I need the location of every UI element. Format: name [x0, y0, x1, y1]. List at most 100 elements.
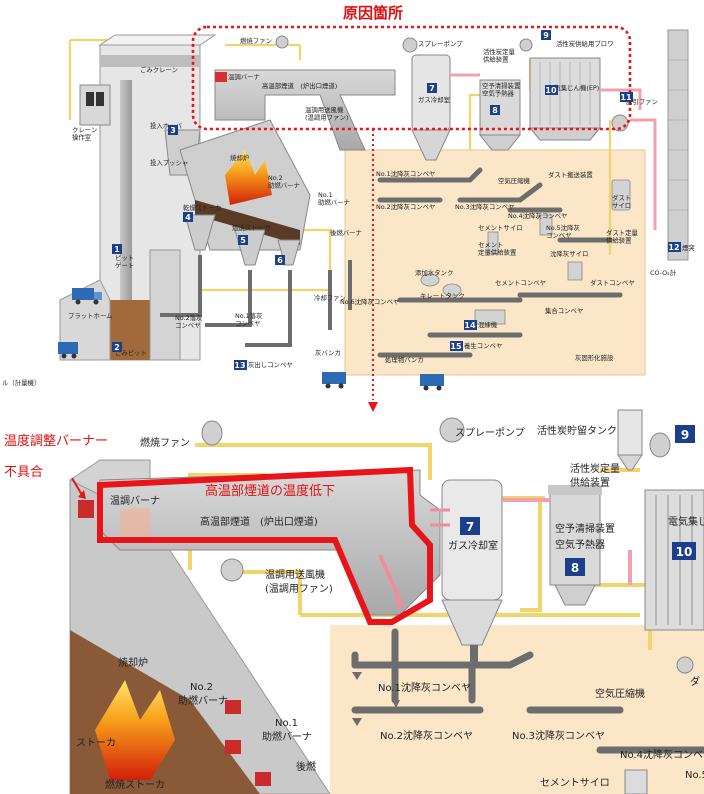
label-compressor: 空気圧縮機 [498, 176, 531, 185]
label-garbage-crane: ごみクレーン [140, 65, 178, 74]
label-ash-conv1: No.1沈降灰コンベヤ [376, 169, 435, 178]
svg-text:6: 6 [277, 256, 283, 265]
label-fuel-fan: 燃焼ファン [240, 36, 272, 45]
top-badges: 1 2 3 4 5 6 7 8 9 10 11 12 13 14 15 [112, 30, 681, 370]
label-ash-out: 灰出しコンベヤ [248, 360, 293, 369]
zoom-label-carbon-tank: 活性炭貯留タンク [537, 424, 617, 437]
zoom-badge-7: 7 [460, 517, 480, 535]
svg-text:11: 11 [620, 93, 632, 102]
label-settled-silo: 沈降灰サイロ [550, 249, 588, 258]
label-stack: 煙突 [682, 243, 695, 252]
svg-text:13: 13 [234, 361, 245, 370]
badge-3: 3 [168, 125, 178, 135]
flame [225, 150, 272, 205]
zoom-label-ash-conv2: No.2沈降灰コンベヤ [380, 729, 473, 742]
zoom-label-carbon-feeder-1: 活性炭定量 [570, 462, 620, 475]
zoom-label-ash-conv4: No.4沈降灰コンベヤ [620, 748, 704, 761]
badge-15: 15 [450, 341, 463, 351]
truck-left [58, 342, 78, 359]
zoom-flame [95, 680, 175, 780]
temp-drop-label: 高温部煙道の温度低下 [205, 483, 335, 499]
label-drying-stoker: 乾燥ストーカ [183, 203, 221, 212]
zoom-label-ep: 電気集じ [668, 515, 704, 528]
cause-highlight-box [191, 25, 632, 131]
svg-text:10: 10 [676, 545, 693, 559]
svg-text:7: 7 [466, 520, 474, 534]
overview-svg: 原因箇所 ごみクレーン クレーン操作室 投入ホッパ 投入プッシャ 乾燥ストーカ … [2, 4, 695, 400]
label-pit-gate: ピットゲート [115, 254, 134, 269]
svg-text:3: 3 [170, 126, 176, 135]
zoom-label-temp-fan-2: (温調用ファン) [265, 582, 333, 595]
top-labels: ごみクレーン クレーン操作室 投入ホッパ 投入プッシャ 乾燥ストーカ 燃焼ストー… [2, 36, 695, 387]
label-conveyor2: No.2落灰コンベヤ [175, 313, 203, 329]
label-post-burner: 後燃バーナ [330, 228, 362, 237]
zoom-label-aux1-a: No.1 [275, 718, 298, 729]
label-induced-fan: 誘引ファン [626, 97, 658, 106]
badge-1: 1 [112, 244, 122, 254]
svg-text:2: 2 [114, 343, 120, 352]
zoom-label-post: 後燃 [296, 760, 316, 773]
label-ash-conv4: No.4沈降灰コンベヤ [508, 211, 567, 220]
svg-text:9: 9 [681, 428, 689, 442]
label-carbon-feeder: 活性炭定量供給装置 [483, 47, 516, 63]
badge-14: 14 [464, 320, 477, 330]
zoom-label-air-preheater: 空気予熱器 [555, 538, 605, 551]
label-garbage-pit: ごみピット [115, 348, 147, 357]
zoom-label-air-cleaner: 空予清掃装置 [555, 522, 615, 535]
label-platform: プラットホーム [68, 312, 113, 320]
label-conveyor1: No.1落灰コンベヤ [235, 311, 263, 327]
label-water-tank: 添加水タンク [415, 268, 453, 277]
zoom-label-temp-fan-1: 温調用送風機 [265, 568, 325, 581]
label-ash-conv6: No.6沈降灰コンベヤ [340, 297, 399, 306]
label-crane-room: クレーン操作室 [72, 126, 97, 141]
zoom-badge-9: 9 [675, 425, 695, 443]
cause-label: 原因箇所 [343, 4, 403, 22]
svg-text:8: 8 [492, 106, 498, 115]
zoom-label-aux2-b: 助燃バーナ [178, 694, 228, 707]
zoom-label-fuel-fan: 燃焼ファン [140, 436, 190, 449]
label-incinerator: 焼却炉 [230, 153, 249, 162]
label-weighing: ル（計量機） [2, 378, 40, 387]
zoom-label-stoker: ストーカ [76, 737, 116, 749]
zoom-badge-10: 10 [672, 542, 696, 560]
zoom-label-gas-cooler: ガス冷却室 [448, 539, 498, 552]
label-cement-feeder: セメント定量供給装置 [478, 241, 517, 256]
label-dust-feeder: ダスト定量供給装置 [606, 228, 639, 244]
label-dust-conveyor2: ダストコンベヤ [590, 278, 635, 287]
temp-burner-fault-label: 温度調整バーナー [4, 433, 108, 449]
carbon-tank [617, 409, 643, 456]
badge-2: 2 [112, 342, 122, 352]
label-ash-conv5: No.5沈降灰コンベヤ [546, 223, 580, 239]
zoom-label-aux2-a: No.2 [190, 682, 213, 693]
zoom-label-ash-conv3: No.3沈降灰コンベヤ [512, 729, 605, 742]
temp-drop-highlight [97, 466, 433, 625]
label-ep: 電気集じん機(EP) [548, 83, 599, 92]
label-mixer: 混練機 [478, 320, 498, 329]
truck-top [72, 288, 102, 305]
label-temp-burner: 温調バーナ [228, 72, 260, 81]
svg-text:5: 5 [240, 236, 246, 245]
fault-label: 不具合 [4, 465, 43, 480]
stack [667, 29, 689, 261]
zoom-label-incinerator: 焼却炉 [118, 657, 148, 669]
ash-truck-2 [420, 374, 444, 391]
zoom-label-ash-conv1: No.1沈降灰コンベヤ [378, 681, 471, 694]
svg-text:10: 10 [545, 86, 557, 95]
zoom-badge-8: 8 [565, 558, 585, 576]
zoom-label-temp-burner: 温調バーナ [110, 494, 160, 507]
label-bunker: 処理物バンカ [385, 355, 424, 364]
temp-burner-unit [78, 500, 94, 518]
zoom-label-carbon-feeder-2: 供給装置 [570, 476, 610, 489]
label-spray-pump: スプレーポンプ [418, 40, 463, 48]
ash-truck-1 [322, 372, 346, 389]
ep-top [529, 57, 601, 129]
label-ash-conv2: No.2沈降灰コンベヤ [376, 202, 435, 211]
zoom-diagram: 燃焼ファン スプレーポンプ 活性炭貯留タンク 活性炭定量 供給装置 温調バーナ … [0, 400, 704, 794]
zoom-svg: 燃焼ファン スプレーポンプ 活性炭貯留タンク 活性炭定量 供給装置 温調バーナ … [4, 402, 704, 794]
badge-11: 11 [620, 92, 633, 102]
svg-text:14: 14 [464, 321, 476, 330]
svg-text:15: 15 [450, 342, 462, 351]
zoom-label-combustion-stoker: 燃焼ストーカ [105, 778, 165, 791]
label-cement-conveyor: セメントコンベヤ [495, 279, 546, 287]
label-air-preheater: 空予清掃装置空気予熱器 [482, 81, 521, 97]
